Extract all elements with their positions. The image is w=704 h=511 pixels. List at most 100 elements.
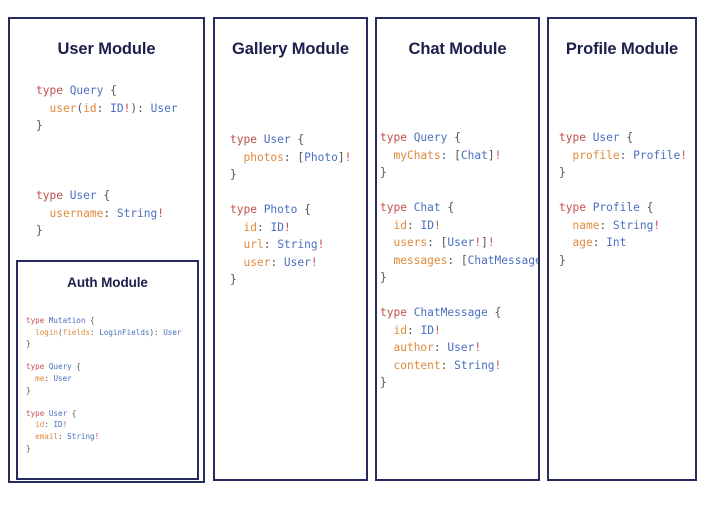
code-token: type — [559, 201, 593, 214]
code-token — [380, 341, 393, 354]
code-token: String — [454, 358, 495, 372]
code-token: users — [393, 236, 428, 249]
code-line: } — [36, 117, 178, 135]
code-line: id: ID! — [380, 322, 538, 340]
code-token: type — [26, 316, 49, 325]
code-token: User — [48, 408, 68, 418]
code-token — [380, 219, 393, 232]
code-token: } — [230, 168, 237, 181]
card-gallery-module: Gallery Module type User { photos: [Phot… — [213, 17, 368, 481]
code-line: id: ID! — [26, 419, 182, 431]
code-token: } — [559, 253, 566, 267]
code-token: : [ — [440, 148, 461, 162]
code-line: } — [230, 166, 351, 184]
code-token: user — [49, 101, 77, 115]
code-line-blank — [36, 152, 178, 170]
code-token: email — [35, 431, 59, 441]
code-token: { — [96, 189, 111, 202]
code-token — [26, 432, 35, 441]
code-line-blank — [36, 170, 178, 188]
code-token: type — [230, 203, 264, 216]
code-token: ( — [58, 327, 63, 337]
code-token: id — [243, 220, 257, 234]
code-line: id: ID! — [380, 217, 538, 235]
code-token: LoginFields — [99, 327, 150, 337]
code-block-user-module: type Query { user(id: ID!): User} type U… — [36, 82, 178, 240]
code-line-blank — [26, 396, 182, 408]
code-token: ! — [94, 431, 100, 441]
code-line: type Query { — [36, 82, 178, 100]
code-line: content: String! — [380, 357, 538, 375]
code-line: } — [36, 222, 178, 240]
code-line: user: User! — [230, 254, 351, 272]
code-token: : — [58, 431, 68, 441]
code-line-blank — [230, 184, 351, 202]
code-token: } — [230, 273, 237, 286]
code-line: author: User! — [380, 339, 538, 357]
code-token: : — [44, 420, 54, 430]
code-token: author — [393, 341, 434, 354]
code-token: ! — [157, 206, 165, 220]
code-token: } — [36, 224, 43, 237]
code-token: Query — [413, 131, 448, 144]
code-token: } — [380, 376, 387, 389]
code-token: : — [440, 358, 455, 372]
code-line: myChats: [Chat]! — [380, 147, 538, 165]
code-token: type — [26, 408, 49, 418]
code-token — [380, 359, 393, 372]
code-token: : — [619, 148, 634, 162]
code-token: { — [67, 408, 77, 418]
code-token: fields — [62, 327, 91, 337]
code-line: me: User — [26, 373, 182, 385]
code-line: type Query { — [380, 129, 538, 147]
code-token: type — [36, 84, 70, 97]
code-token: : — [90, 327, 100, 337]
code-token: ! — [487, 236, 495, 249]
code-token: : — [592, 236, 607, 249]
code-token: Query — [69, 84, 104, 97]
code-token: ! — [310, 255, 318, 269]
code-token: photos — [243, 150, 284, 164]
code-token: : — [44, 373, 54, 383]
code-line: user(id: ID!): User — [36, 100, 177, 118]
code-line: name: String! — [559, 217, 687, 235]
code-token: User — [263, 133, 291, 146]
code-line: } — [380, 269, 538, 287]
code-token: Photo — [304, 150, 338, 164]
code-line: } — [26, 385, 182, 397]
code-line: } — [230, 271, 351, 289]
code-token: : — [103, 206, 117, 220]
code-block-auth-module: type Mutation { login(fields: LoginField… — [26, 315, 182, 454]
code-token: { — [71, 362, 81, 372]
code-token — [380, 236, 393, 249]
code-token: ! — [653, 218, 661, 232]
code-token: ! — [344, 150, 352, 164]
code-line: email: String! — [26, 431, 182, 443]
code-token — [380, 324, 393, 337]
code-line: } — [559, 252, 687, 270]
code-token: type — [26, 362, 49, 372]
code-token: age — [572, 236, 593, 249]
code-line: type Query { — [26, 361, 182, 373]
code-token: } — [26, 385, 31, 395]
code-token: { — [440, 201, 455, 214]
code-token: Profile — [633, 148, 681, 162]
code-token: ): — [149, 327, 164, 337]
code-token: type — [36, 189, 70, 202]
card-title-user-module: User Module — [57, 40, 156, 58]
code-token: ! — [474, 341, 482, 354]
code-token: Photo — [263, 203, 298, 216]
code-line: } — [380, 374, 538, 392]
code-token: url — [243, 238, 264, 251]
code-token: ChatMessage — [467, 253, 540, 267]
code-token: me — [35, 373, 45, 383]
code-token: Int — [606, 236, 627, 249]
code-token — [380, 149, 393, 162]
code-line: photos: [Photo]! — [230, 149, 351, 167]
code-token: ! — [283, 220, 291, 234]
code-token: ! — [494, 358, 502, 372]
code-token: { — [85, 316, 95, 325]
code-token — [230, 256, 243, 269]
code-token: String — [67, 431, 95, 441]
